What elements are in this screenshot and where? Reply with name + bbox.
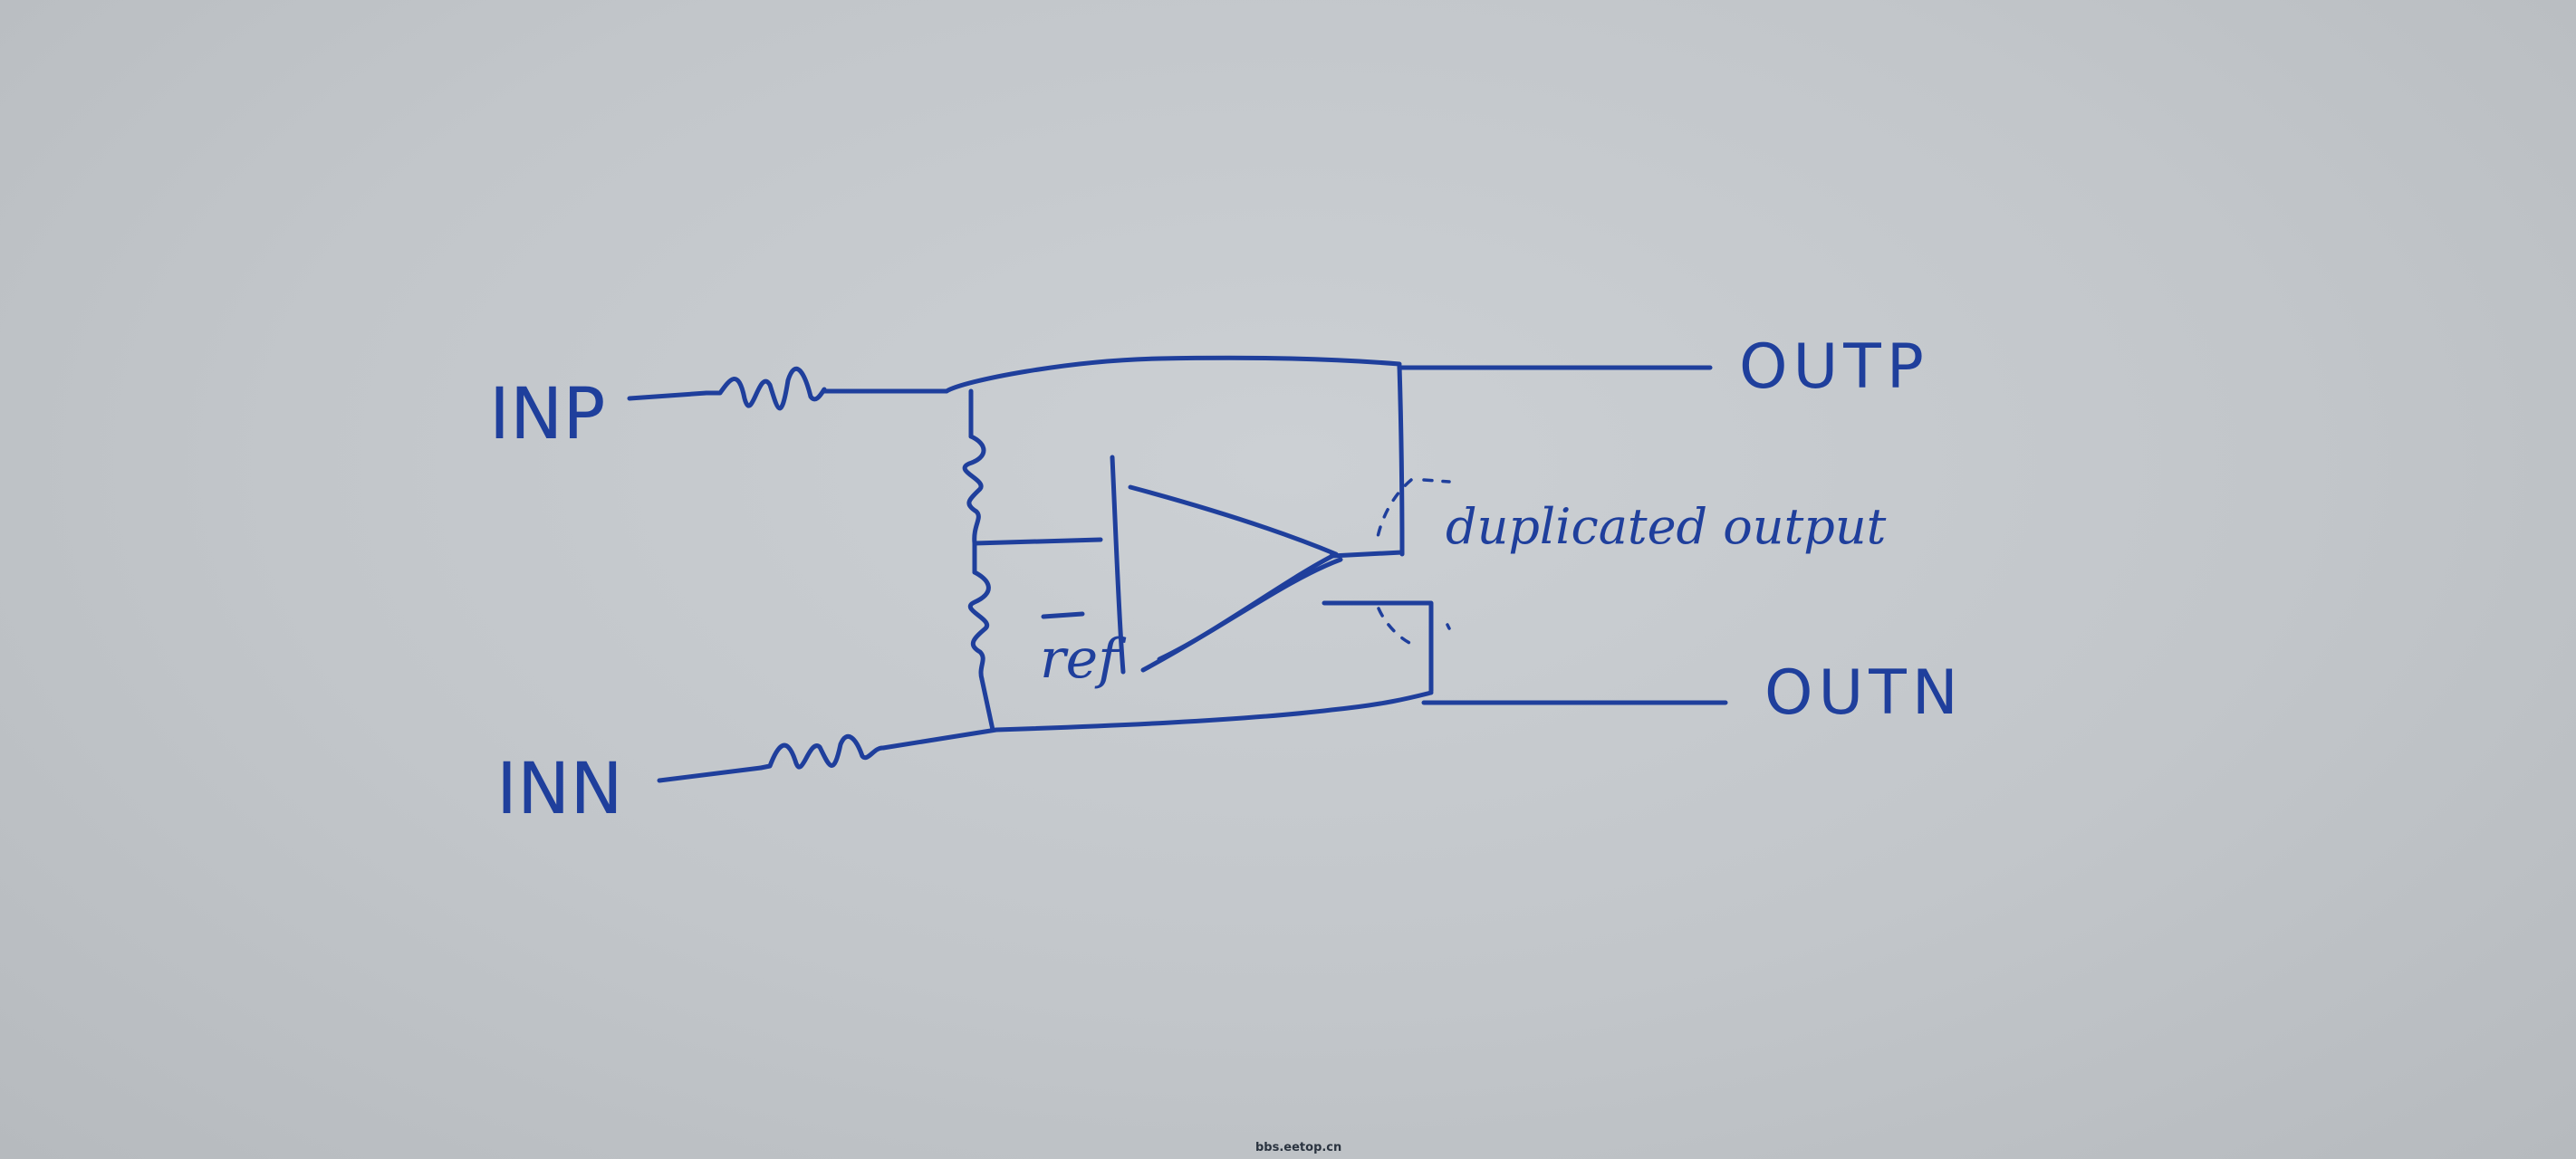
amplifier-input-bar — [1110, 455, 1126, 675]
outn-label: OUTN — [1764, 657, 1964, 729]
divider-bottom-wire — [979, 676, 995, 733]
divider-resistor-network — [962, 388, 1103, 733]
duplicated-output-dashed-upper — [1375, 478, 1413, 543]
inn-label: INN — [496, 749, 623, 830]
watermark: bbs.eetop.cn — [1255, 1141, 1342, 1154]
divider-bottom-resistor — [967, 570, 991, 682]
midpoint-to-amp-wire — [972, 537, 1103, 546]
amplifier-triangle — [1128, 484, 1339, 673]
outp-label: OUTP — [1739, 331, 1929, 403]
bottom-right-vertical-wire — [1322, 600, 1434, 694]
ref-overbar — [1041, 611, 1085, 619]
inn-input-branch — [657, 727, 999, 783]
inn-lead-wire — [657, 765, 764, 783]
inp-input-branch — [627, 366, 949, 411]
bottom-feedback-wire — [994, 690, 1434, 733]
ref-label: ref — [1040, 627, 1127, 691]
duplicated-output-dashed-tick — [1422, 478, 1451, 484]
inn-wire-to-node — [880, 727, 999, 751]
inp-series-resistor — [704, 366, 827, 411]
top-feedback-wire — [944, 355, 1402, 394]
inp-lead-wire — [627, 390, 709, 401]
amplifier-inner-stroke — [1157, 557, 1343, 662]
inn-series-resistor — [758, 733, 886, 771]
amplifier — [1041, 455, 1405, 675]
duplicated-output-label: duplicated output — [1446, 498, 1887, 555]
duplicated-output-dashed-lower — [1377, 607, 1415, 647]
inp-label: INP — [489, 374, 605, 455]
divider-top-resistor — [962, 434, 986, 546]
duplicated-output-dashed-dot — [1446, 623, 1451, 630]
top-right-vertical-wire — [1397, 363, 1405, 557]
amplifier-output-wire — [1329, 550, 1405, 559]
